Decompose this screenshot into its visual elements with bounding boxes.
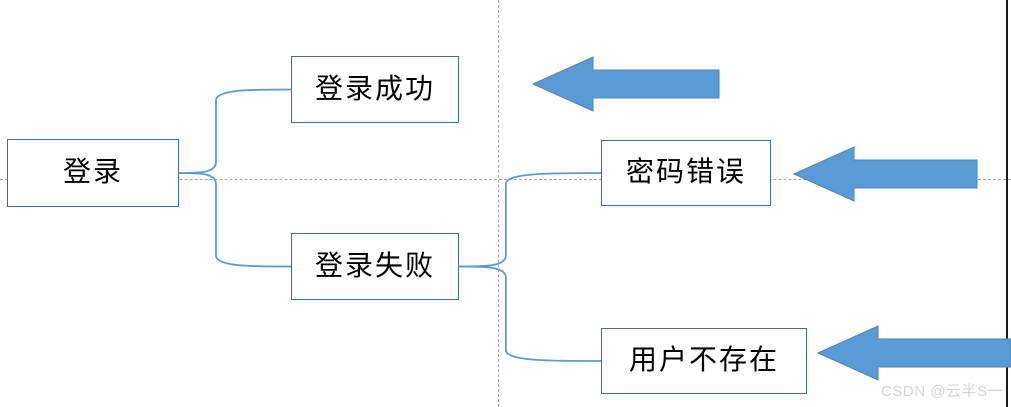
node-success[interactable]: 登录成功 xyxy=(291,56,459,123)
node-label: 登录成功 xyxy=(314,73,435,105)
node-label: 密码错误 xyxy=(625,157,746,188)
node-label: 登录 xyxy=(62,157,123,188)
node-label: 用户不存在 xyxy=(628,345,779,376)
arrow-success[interactable] xyxy=(531,56,720,112)
csdn-watermark: CSDN @云半S一 xyxy=(881,383,1003,400)
connector-root-to-fail xyxy=(178,172,292,268)
connector-fail-to-no-user xyxy=(458,265,602,362)
node-no-user[interactable]: 用户不存在 xyxy=(601,328,807,394)
arrow-no-user[interactable] xyxy=(816,325,1011,381)
node-label: 登录失败 xyxy=(314,250,435,282)
page-edge-line xyxy=(1006,0,1008,407)
connector-root-to-success xyxy=(178,88,292,174)
vertical-guide-line xyxy=(498,0,499,407)
node-root[interactable]: 登录 xyxy=(7,139,179,207)
arrow-wrong-pass[interactable] xyxy=(792,146,978,202)
connector-fail-to-wrong-pass xyxy=(458,172,602,268)
node-wrong-pass[interactable]: 密码错误 xyxy=(601,140,771,206)
node-fail[interactable]: 登录失败 xyxy=(291,233,459,300)
